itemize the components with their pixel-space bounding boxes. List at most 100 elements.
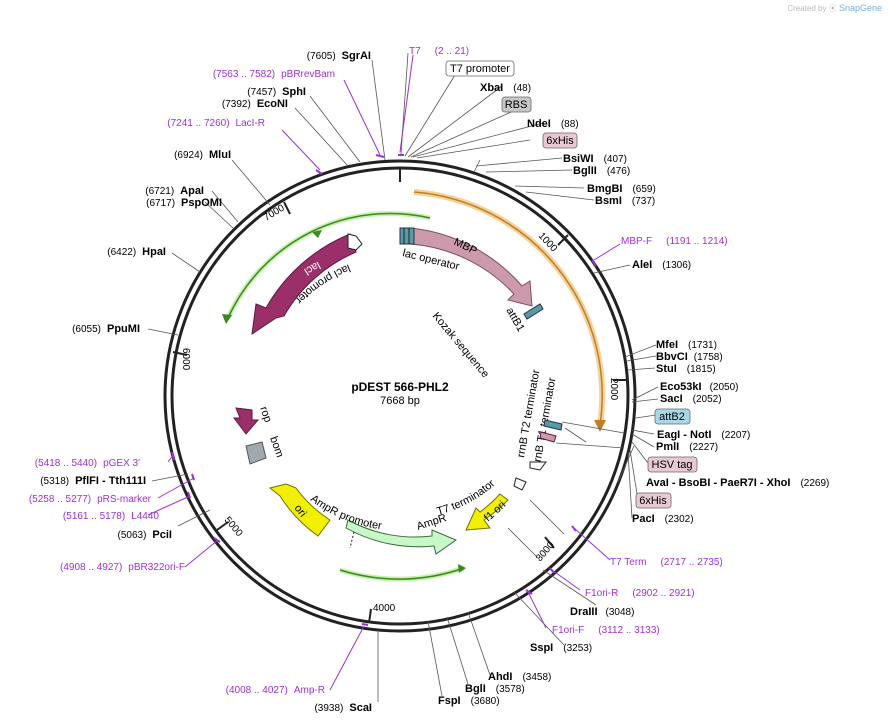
boxed-feature: 6xHis [635, 492, 672, 509]
boxed-feature-label: RBS [505, 99, 528, 111]
leader-lines [147, 52, 659, 702]
enzyme-label: PmlI(2227) [656, 441, 718, 453]
enzyme-label: SspI(3253) [530, 642, 592, 654]
enzyme-label: BsmI(737) [595, 195, 655, 207]
tick-label-2000: 2000 [608, 378, 619, 401]
t7-term-small-icon [513, 477, 527, 491]
primer-marks [171, 154, 597, 626]
boxed-features: T7 promoter RBS 6xHis attB2 HSV tag 6xHi… [445, 60, 698, 509]
ampr-feature [345, 519, 458, 555]
enzyme-label: (7457)SphI [247, 86, 306, 98]
enzyme-label: (6721)ApaI [145, 185, 204, 197]
primer-label: T7(2 .. 21) [409, 46, 469, 57]
enzyme-labels: (7605)SgrAI (7457)SphI (7392)EcoNI (6924… [40, 50, 829, 714]
plasmid-name: pDEST 566-PHL2 [351, 380, 449, 394]
tick-label-4000: 4000 [373, 603, 396, 614]
tick-label-5000: 5000 [222, 515, 245, 539]
tick-label-3000: 3000 [534, 540, 557, 564]
attb1-feature [523, 303, 544, 320]
brand-name: SnapGene [838, 3, 882, 13]
boxed-feature: T7 promoter [445, 60, 515, 77]
green-arc-ampr-core [339, 567, 465, 580]
plasmid-length: 7668 bp [380, 395, 420, 407]
primer-label: T7 Term(2717 .. 2735) [610, 557, 723, 568]
enzyme-label: PacI(2302) [632, 513, 694, 525]
tick-marks [172, 168, 627, 624]
boxed-feature-label: 6xHis [546, 135, 574, 147]
laci-promoter-arrow-icon [347, 233, 363, 251]
enzyme-label: (6924)MluI [174, 149, 231, 161]
lac-operator-box [399, 227, 415, 245]
green-arc-laci-head-icon [222, 314, 232, 324]
orf-arc-core [413, 191, 603, 426]
primer-label: F1ori-R(2902 .. 2921) [585, 588, 695, 599]
tick-label-7000: 7000 [262, 202, 287, 223]
enzyme-label: AvaI - BsoBI - PaeR7I - XhoI(2269) [646, 477, 829, 489]
snapgene-credit: Created by ⦿ SnapGene [787, 3, 882, 14]
primer-label: (4008 .. 4027)Amp-R [226, 685, 325, 696]
boxed-feature: RBS [501, 96, 532, 113]
enzyme-label: DraIII(3048) [570, 606, 634, 618]
attb1-label: attB1 [503, 306, 526, 334]
boxed-feature-label: T7 promoter [450, 63, 510, 75]
credit-text: Created by [787, 4, 827, 13]
enzyme-label: (7392)EcoNI [222, 98, 288, 110]
enzyme-label: AleI(1306) [632, 259, 691, 271]
enzyme-label: NdeI(88) [527, 118, 579, 130]
green-arc-laci-core [227, 212, 431, 319]
primer-label: MBP-F(1191 .. 1214) [621, 236, 728, 247]
rop-label: rop [257, 405, 274, 424]
bom-label: bom [267, 435, 286, 459]
enzyme-label: MfeI(1731) [656, 339, 717, 351]
enzyme-label: (3938)ScaI [314, 702, 372, 714]
enzyme-label: BglI(3578) [465, 683, 525, 695]
primer-label: (5418 .. 5440)pGEX 3' [35, 458, 140, 469]
primer-label: F1ori-F(3112 .. 3133) [552, 625, 660, 636]
rrnb-t1-feature [539, 431, 557, 443]
enzyme-label: BglII(476) [573, 165, 630, 177]
boxed-feature-label: attB2 [659, 411, 685, 423]
enzyme-label: BmgBI(659) [587, 183, 656, 195]
boxed-feature-label: 6xHis [639, 495, 667, 507]
enzyme-label: (5063)PciI [118, 529, 172, 541]
boxed-feature: 6xHis [542, 132, 578, 149]
rop-feature [233, 407, 260, 435]
enzyme-label: (5318)PflFI - Tth111I [40, 475, 146, 487]
enzyme-label: (6422)HpaI [107, 246, 166, 258]
enzyme-label: XbaI(48) [480, 82, 531, 94]
enzyme-label: SacI(2052) [660, 393, 722, 405]
enzyme-label: (7605)SgrAI [307, 50, 371, 62]
orf-arc-head-icon [594, 420, 606, 432]
primer-labels: T7(2 .. 21) (7563 .. 7582)pBRrevBam (724… [29, 46, 728, 696]
mbp-feature [409, 227, 533, 307]
enzyme-label: BsiWI(407) [563, 153, 627, 165]
kozak-label: Kozak sequence [430, 310, 491, 380]
enzyme-label: Eco53kI(2050) [660, 381, 739, 393]
primer-label: (4908 .. 4927)pBR322ori-F [60, 562, 185, 573]
primer-label: (5161 .. 5178)L4440 [63, 511, 160, 522]
primer-lines [147, 54, 621, 691]
bom-feature [245, 441, 267, 465]
f1-ori-feature [465, 493, 509, 531]
primer-label: (7241 .. 7260)LacI-R [167, 118, 265, 129]
backbone-outer [163, 159, 637, 633]
boxed-feature: HSV tag [647, 456, 698, 473]
primer-label: (7563 .. 7582)pBRrevBam [213, 69, 335, 80]
t7-terminator-feature [529, 461, 547, 471]
boxed-feature: attB2 [654, 408, 691, 425]
enzyme-label: StuI(1815) [656, 363, 716, 375]
enzyme-label: (6717)PspOMI [146, 197, 222, 209]
ori-label: ori [292, 502, 309, 519]
enzyme-label: FspI(3680) [438, 695, 500, 707]
snapgene-logo-icon: ⦿ [828, 4, 837, 13]
enzyme-label: BbvCI(1758) [656, 351, 723, 363]
enzyme-label: (6055)PpuMI [72, 323, 140, 335]
primer-label: (5258 .. 5277)pRS-marker [29, 494, 152, 505]
ori-feature [268, 483, 331, 537]
attb2-feature [543, 419, 563, 431]
boxed-feature-label: HSV tag [652, 459, 693, 471]
green-arc-laci-head2-icon [312, 230, 322, 238]
tick-label-6000: 6000 [180, 348, 191, 371]
enzyme-label: EagI - NotI(2207) [657, 429, 750, 441]
